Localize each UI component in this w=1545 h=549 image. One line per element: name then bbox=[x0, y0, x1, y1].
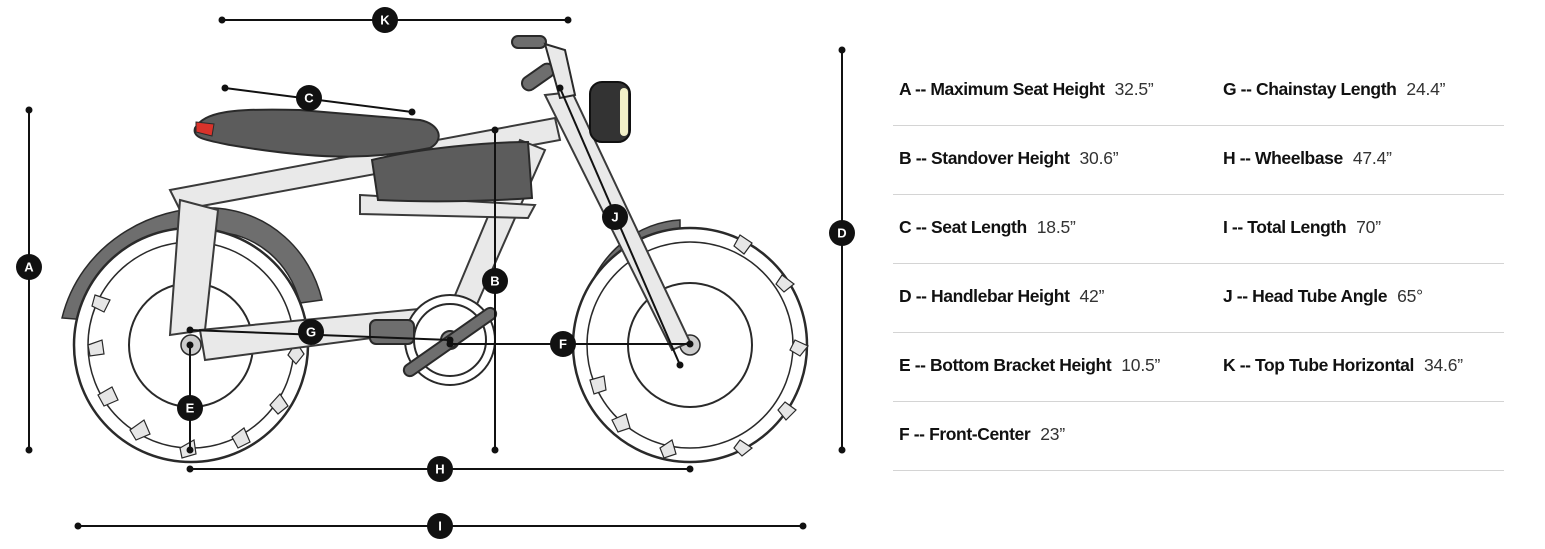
spec-item-maximum-seat-height: A -- Maximum Seat Height 32.5” bbox=[899, 79, 1154, 100]
svg-text:K: K bbox=[380, 13, 390, 28]
svg-text:J: J bbox=[611, 210, 618, 225]
spec-value: 32.5” bbox=[1114, 79, 1154, 99]
svg-text:A: A bbox=[24, 260, 34, 275]
svg-text:G: G bbox=[306, 325, 316, 340]
spec-value: 24.4” bbox=[1406, 79, 1446, 99]
spec-row: D -- Handlebar Height 42” J -- Head Tube … bbox=[893, 264, 1504, 333]
svg-text:B: B bbox=[490, 274, 499, 289]
spec-value: 70” bbox=[1356, 217, 1381, 237]
bike-geometry-diagram: A B C D E F G H bbox=[16, 7, 855, 539]
spec-label: A -- Maximum Seat Height bbox=[899, 79, 1105, 99]
spec-row: B -- Standover Height 30.6” H -- Wheelbas… bbox=[893, 126, 1504, 195]
geometry-spec-table: A -- Maximum Seat Height 32.5” G -- Chain… bbox=[893, 57, 1504, 471]
marker-e: E bbox=[177, 395, 203, 421]
spec-label: C -- Seat Length bbox=[899, 217, 1027, 237]
spec-label: I -- Total Length bbox=[1223, 217, 1347, 237]
marker-b: B bbox=[482, 268, 508, 294]
spec-item-chainstay-length: G -- Chainstay Length 24.4” bbox=[1223, 79, 1446, 100]
svg-text:F: F bbox=[559, 337, 567, 352]
spec-label: E -- Bottom Bracket Height bbox=[899, 355, 1112, 375]
spec-label: F -- Front-Center bbox=[899, 424, 1031, 444]
svg-text:E: E bbox=[186, 401, 195, 416]
spec-item-front-center: F -- Front-Center 23” bbox=[899, 424, 1065, 445]
handlebar bbox=[511, 35, 577, 100]
marker-c: C bbox=[296, 85, 322, 111]
svg-text:I: I bbox=[438, 519, 442, 534]
spec-row: E -- Bottom Bracket Height 10.5” K -- Top… bbox=[893, 333, 1504, 402]
spec-label: J -- Head Tube Angle bbox=[1223, 286, 1388, 306]
spec-value: 18.5” bbox=[1036, 217, 1076, 237]
spec-row: A -- Maximum Seat Height 32.5” G -- Chain… bbox=[893, 57, 1504, 126]
spec-value: 30.6” bbox=[1079, 148, 1119, 168]
dimension-markers: A B C D E F G H bbox=[16, 7, 855, 539]
spec-value: 65° bbox=[1397, 286, 1423, 306]
spec-label: H -- Wheelbase bbox=[1223, 148, 1343, 168]
svg-text:D: D bbox=[837, 226, 846, 241]
spec-value: 34.6” bbox=[1423, 355, 1463, 375]
marker-j: J bbox=[602, 204, 628, 230]
spec-value: 23” bbox=[1040, 424, 1065, 444]
spec-row: F -- Front-Center 23” bbox=[893, 402, 1504, 471]
marker-i: I bbox=[427, 513, 453, 539]
spec-item-head-tube-angle: J -- Head Tube Angle 65° bbox=[1223, 286, 1423, 307]
spec-item-top-tube-horizontal: K -- Top Tube Horizontal 34.6” bbox=[1223, 355, 1463, 376]
svg-text:C: C bbox=[304, 91, 314, 106]
marker-g: G bbox=[298, 319, 324, 345]
svg-text:H: H bbox=[435, 462, 444, 477]
spec-item-seat-length: C -- Seat Length 18.5” bbox=[899, 217, 1076, 238]
marker-a: A bbox=[16, 254, 42, 280]
marker-d: D bbox=[829, 220, 855, 246]
spec-item-bottom-bracket-height: E -- Bottom Bracket Height 10.5” bbox=[899, 355, 1160, 376]
spec-value: 42” bbox=[1079, 286, 1105, 306]
spec-item-wheelbase: H -- Wheelbase 47.4” bbox=[1223, 148, 1392, 169]
battery-pack bbox=[370, 140, 534, 203]
tail-light bbox=[195, 121, 215, 137]
spec-item-total-length: I -- Total Length 70” bbox=[1223, 217, 1381, 238]
marker-f: F bbox=[550, 331, 576, 357]
spec-row: C -- Seat Length 18.5” I -- Total Length 7… bbox=[893, 195, 1504, 264]
spec-label: D -- Handlebar Height bbox=[899, 286, 1070, 306]
spec-label: G -- Chainstay Length bbox=[1223, 79, 1397, 99]
spec-label: B -- Standover Height bbox=[899, 148, 1070, 168]
headlight bbox=[589, 81, 631, 143]
seat bbox=[193, 108, 440, 158]
spec-value: 10.5” bbox=[1121, 355, 1161, 375]
marker-h: H bbox=[427, 456, 453, 482]
marker-k: K bbox=[372, 7, 398, 33]
spec-value: 47.4” bbox=[1352, 148, 1392, 168]
spec-label: K -- Top Tube Horizontal bbox=[1223, 355, 1414, 375]
spec-item-standover-height: B -- Standover Height 30.6” bbox=[899, 148, 1119, 169]
spec-item-handlebar-height: D -- Handlebar Height 42” bbox=[899, 286, 1104, 307]
